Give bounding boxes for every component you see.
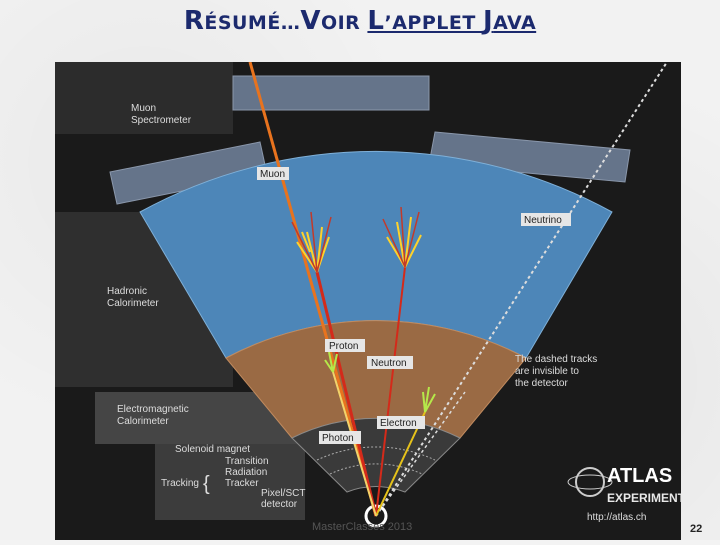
tracking-panel xyxy=(155,444,305,520)
title-summary: RÉSUMÉ… xyxy=(183,6,301,36)
svg-text:http://atlas.ch: http://atlas.ch xyxy=(587,512,646,523)
tracking-brace: { xyxy=(203,473,210,495)
electron-track xyxy=(375,411,426,517)
muon-chamber-right xyxy=(428,131,631,183)
title-applet-link[interactable]: L’APPLET JAVA xyxy=(367,6,537,36)
label-tracking: Tracking xyxy=(161,478,199,489)
muon-spectrometer-panel xyxy=(55,62,233,134)
label-solenoid: Solenoid magnet xyxy=(175,444,250,455)
muon-chamber-top xyxy=(232,75,430,111)
beam-pipe xyxy=(364,504,388,528)
invisible-track xyxy=(375,391,466,517)
title-see: VOIR xyxy=(300,6,368,36)
label-neutron: Neutron xyxy=(371,358,407,369)
svg-text:ATLAS: ATLAS xyxy=(607,465,672,487)
label-electron: Electron xyxy=(380,418,417,429)
atlas-logo: ATLAS EXPERIMENT http://atlas.ch xyxy=(567,465,686,523)
label-proton: Proton xyxy=(329,341,358,352)
proton-track xyxy=(315,271,378,517)
label-photon: Photon xyxy=(322,433,354,444)
footer-text: MasterClasses 2013 xyxy=(312,521,413,533)
label-muon: Muon xyxy=(260,169,285,180)
slide-title: RÉSUMÉ…VOIR L’APPLET JAVA xyxy=(0,6,720,36)
neutron-track xyxy=(375,266,406,517)
hadronic-showers xyxy=(291,206,436,413)
label-neutrino: Neutrino xyxy=(524,215,562,226)
tracker xyxy=(291,417,461,493)
svg-text:EXPERIMENT: EXPERIMENT xyxy=(607,491,681,505)
page-number: 22 xyxy=(690,523,703,535)
